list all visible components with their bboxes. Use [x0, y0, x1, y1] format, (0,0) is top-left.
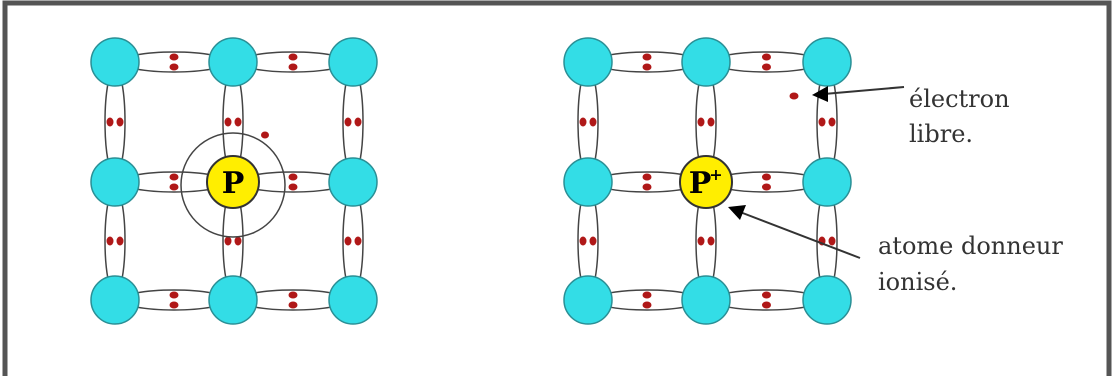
bond-electron — [762, 53, 771, 61]
ionized-phosphorus-label: P — [689, 166, 712, 201]
bond-electron — [288, 183, 298, 191]
bond-electron — [589, 236, 597, 246]
bond-electron — [828, 117, 836, 127]
bond-electron — [288, 301, 298, 309]
phosphorus-label: P — [222, 166, 245, 201]
bond-electron — [354, 236, 362, 246]
silicon-atom — [802, 275, 852, 325]
silicon-atom — [681, 37, 731, 87]
bond-electron — [642, 53, 652, 61]
ionized-charge-label: + — [709, 165, 722, 184]
bond-electron — [169, 301, 179, 309]
phosphorus-atom — [206, 155, 260, 209]
bond-electron — [589, 117, 597, 127]
bond-electron — [116, 236, 124, 246]
bond-electron — [762, 301, 771, 309]
left-lattice — [90, 37, 378, 325]
bond-electron — [169, 63, 179, 71]
bond-electron — [344, 117, 352, 127]
bond-electron — [169, 183, 179, 191]
bond-electron — [642, 291, 652, 299]
bond-electron — [169, 173, 179, 181]
bond-electron — [642, 173, 652, 181]
silicon-atom — [328, 157, 378, 207]
silicon-atom — [90, 37, 140, 87]
donor-arrowhead — [728, 205, 746, 220]
bond-electron — [224, 117, 232, 127]
bond-electron — [762, 63, 771, 71]
bond-electron — [707, 236, 715, 246]
bond-electron — [169, 53, 179, 61]
bond-electron — [642, 63, 652, 71]
bond-electron — [642, 183, 652, 191]
bond-electron — [288, 173, 298, 181]
bond-electron — [762, 291, 771, 299]
bond-electron — [116, 117, 124, 127]
silicon-atom — [90, 157, 140, 207]
bond-electron — [106, 236, 114, 246]
silicon-atom — [90, 275, 140, 325]
donor-label-line2: ionisé. — [878, 268, 957, 296]
phosphorus-orbit — [180, 132, 286, 238]
silicon-atom — [328, 275, 378, 325]
silicon-atom — [208, 37, 258, 87]
bond-electron — [579, 236, 587, 246]
silicon-atom — [802, 157, 852, 207]
bond-electron — [828, 236, 836, 246]
bond-electron — [354, 117, 362, 127]
silicon-atom — [563, 157, 613, 207]
bond-electron — [707, 117, 715, 127]
donor-label-line1: atome donneur — [878, 232, 1063, 260]
bond-electron — [234, 117, 242, 127]
free-electron-label-line1: électron — [909, 85, 1010, 113]
free-electron-arrow-line — [823, 86, 905, 95]
bond-electron — [224, 236, 232, 246]
bond-electron — [344, 236, 352, 246]
silicon-atom — [563, 275, 613, 325]
bond-electron — [762, 183, 771, 191]
bond-electron — [106, 117, 114, 127]
bond-electron — [579, 117, 587, 127]
bond-electron — [818, 117, 826, 127]
silicon-atom — [563, 37, 613, 87]
silicon-atom — [328, 37, 378, 87]
bond-electron — [697, 117, 705, 127]
bond-electron — [288, 291, 298, 299]
free-electron — [789, 92, 799, 100]
bond-electron — [697, 236, 705, 246]
bond-electron — [642, 301, 652, 309]
silicon-atom — [802, 37, 852, 87]
orbit-electron — [261, 131, 269, 139]
free-electron-arrowhead — [812, 86, 828, 102]
silicon-atom — [681, 275, 731, 325]
ionized-phosphorus-atom — [679, 155, 733, 209]
donor-arrow-line — [739, 211, 861, 259]
silicon-atom — [208, 275, 258, 325]
free-electron-label-line2: libre. — [909, 120, 973, 148]
bond-electron — [234, 236, 242, 246]
bond-electron — [288, 63, 298, 71]
bond-electron — [169, 291, 179, 299]
bond-electron — [288, 53, 298, 61]
bond-electron — [762, 173, 771, 181]
